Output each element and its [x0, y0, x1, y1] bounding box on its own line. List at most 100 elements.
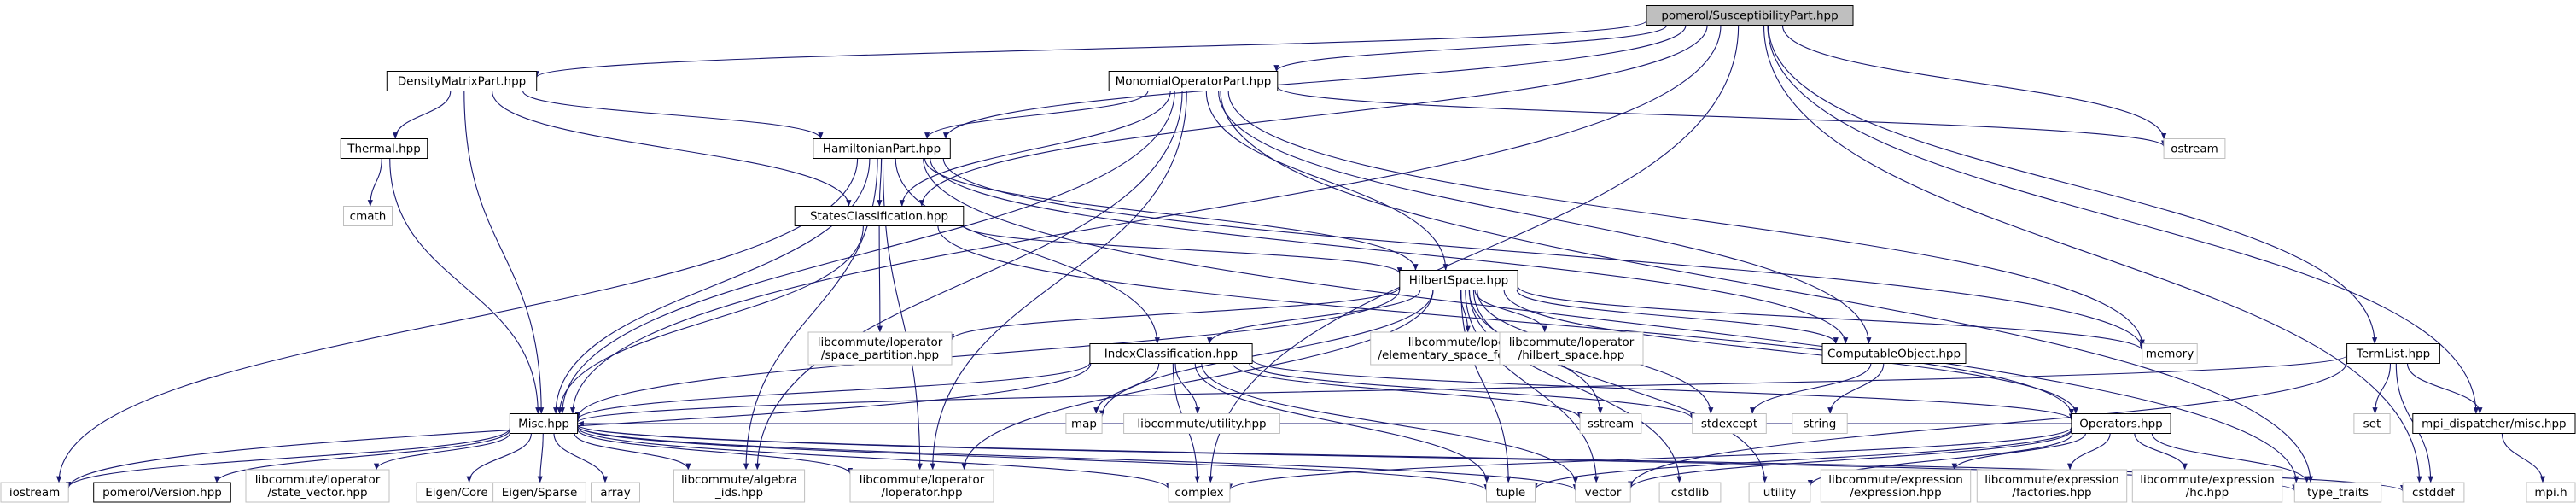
edge-ops-to-vector [1628, 430, 2072, 489]
node-root[interactable]: pomerol/SusceptibilityPart.hpp [1646, 5, 1854, 26]
node-co[interactable]: ComputableObject.hpp [1821, 343, 1967, 364]
edge-ic-to-lutil [1174, 363, 1201, 414]
edge-hs-to-misc [574, 289, 1401, 419]
node-string: string [1792, 413, 1848, 434]
node-label: libcommute/loperator [860, 473, 985, 487]
node-tt: type_traits [2293, 482, 2382, 503]
edge-hs-to-ops [1503, 290, 2078, 414]
edge-tl-to-set [2372, 363, 2392, 414]
node-label: stdexcept [1701, 418, 1757, 431]
edge-hs-to-lhs [1474, 290, 1547, 333]
edge-hp-to-hs [924, 158, 1419, 271]
node-llop: libcommute/loperator/loperator.hpp [849, 469, 994, 503]
node-label: StatesClassification.hpp [810, 210, 948, 224]
node-box [1108, 71, 1279, 91]
edge-dmp-to-hp [522, 91, 824, 139]
node-utility: utility [1748, 482, 1811, 503]
node-label: /hilbert_space.hpp [1518, 348, 1625, 362]
edge-root-to-ostream [1781, 25, 2167, 140]
edge-mop-to-sc [899, 91, 1171, 207]
node-thermal[interactable]: Thermal.hpp [340, 138, 428, 159]
edge-hs-to-memory [1517, 285, 2145, 352]
node-sc[interactable]: StatesClassification.hpp [794, 206, 965, 226]
node-memory: memory [2142, 343, 2198, 364]
node-label: libcommute/loperator [818, 336, 943, 349]
node-box [340, 138, 428, 159]
edge-ic-to-map [1093, 363, 1160, 414]
node-label: HamiltonianPart.hpp [823, 143, 941, 156]
edge-misc-to-esparse [537, 433, 544, 483]
edge-root-to-misc [569, 25, 1722, 414]
node-box [1168, 482, 1231, 503]
node-label: libcommute/expression [1828, 473, 1963, 487]
edge-root-to-cstddef [1763, 25, 2422, 483]
node-label: Eigen/Core [425, 486, 488, 500]
edge-mop-to-tt [1220, 91, 2314, 483]
node-label: /loperator.hpp [881, 486, 962, 500]
node-vector: vector [1575, 482, 1631, 503]
edge-dmp-to-thermal [393, 91, 452, 139]
edge-misc-to-lalg [574, 433, 691, 471]
node-label: cmath [350, 210, 387, 224]
node-box [1499, 331, 1644, 366]
node-dmp[interactable]: DensityMatrixPart.hpp [386, 71, 538, 91]
edge-ic-to-ops [1251, 359, 2074, 421]
node-ver[interactable]: pomerol/Version.hpp [93, 482, 231, 503]
node-cstdlib: cstdlib [1658, 482, 1722, 503]
node-stdexcept: stdexcept [1692, 413, 1767, 434]
edge-ops-to-tuple [1532, 429, 2072, 490]
node-hs[interactable]: HilbertSpace.hpp [1399, 270, 1518, 290]
node-label: iostream [9, 486, 60, 500]
node-box [386, 71, 538, 91]
edge-mop-to-co [1218, 91, 1872, 344]
edge-tl-to-mpid [2406, 363, 2483, 414]
node-label: mpi_dispatcher/misc.hpp [2422, 418, 2566, 431]
node-box [807, 331, 953, 366]
edge-mop-to-misc [559, 91, 1175, 414]
node-label: pomerol/Version.hpp [102, 486, 222, 500]
node-mpih: mpi.h [2526, 482, 2576, 503]
node-ops[interactable]: Operators.hpp [2071, 413, 2171, 434]
edge-misc-to-array [553, 433, 609, 483]
node-lexpr: libcommute/expression/expression.hpp [1820, 469, 1972, 503]
node-box [0, 482, 69, 503]
node-tl[interactable]: TermList.hpp [2346, 343, 2440, 364]
node-label: IndexClassification.hpp [1104, 348, 1238, 361]
node-hp[interactable]: HamiltonianPart.hpp [813, 138, 951, 159]
node-array: array [591, 482, 640, 503]
edge-hp-to-llop [882, 158, 923, 471]
edge-mpid-to-mpih [2501, 433, 2546, 483]
node-mpid[interactable]: mpi_dispatcher/misc.hpp [2412, 413, 2576, 434]
node-label: HilbertSpace.hpp [1409, 274, 1509, 288]
node-label: memory [2146, 348, 2194, 361]
node-box [2142, 343, 2198, 364]
edge-tl-to-misc [574, 354, 2348, 423]
node-label: pomerol/SusceptibilityPart.hpp [1661, 9, 1838, 23]
node-box [1820, 469, 1972, 503]
edge-hp-to-ic [895, 158, 1160, 344]
node-ic[interactable]: IndexClassification.hpp [1089, 343, 1253, 364]
edge-ic-to-misc [574, 362, 1091, 420]
node-label: Misc.hpp [518, 418, 569, 431]
dependency-nodes: pomerol/SusceptibilityPart.hppDensityMat… [0, 5, 2576, 503]
node-label: cstddef [2412, 486, 2456, 500]
node-box [1123, 413, 1280, 434]
node-mop[interactable]: MonomialOperatorPart.hpp [1108, 71, 1279, 91]
edge-co-to-string [1827, 363, 1885, 414]
node-ostream: ostream [2163, 138, 2226, 159]
edge-ic-to-stdexcept [1249, 363, 1695, 419]
node-box [1089, 343, 1253, 364]
edge-misc-to-ver [213, 429, 510, 483]
edge-ops-to-lexpr [1951, 433, 2086, 471]
node-box [1646, 5, 1854, 26]
node-misc[interactable]: Misc.hpp [509, 413, 579, 434]
node-box [343, 206, 393, 226]
edge-hs-to-llop [961, 290, 1434, 471]
node-label: mpi.h [2534, 486, 2567, 500]
node-cmath: cmath [343, 206, 393, 226]
node-label: /space_partition.hpp [821, 348, 939, 362]
node-label: /expression.hpp [1850, 486, 1941, 500]
edge-root-to-complex [1208, 25, 1740, 483]
edge-sc-to-hs [963, 225, 1402, 274]
node-box [673, 469, 806, 503]
